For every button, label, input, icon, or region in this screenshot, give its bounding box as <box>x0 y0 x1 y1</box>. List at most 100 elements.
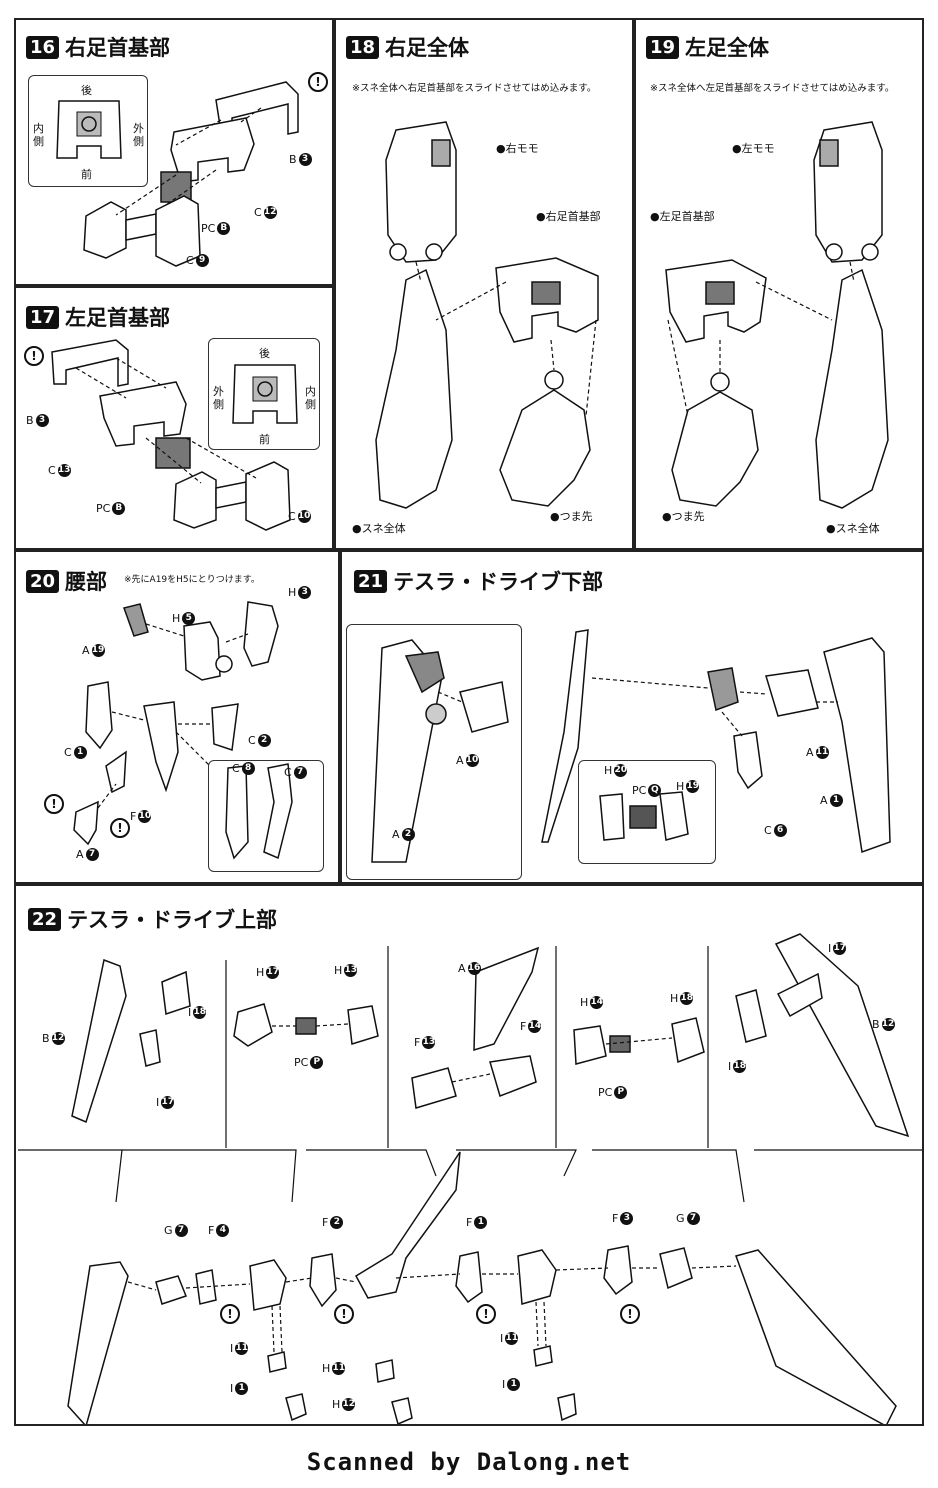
step-title: 16 右足首基部 <box>26 32 170 62</box>
label-ankle-base: ●左足首基部 <box>650 210 715 223</box>
step-note: ※先にA19をH5にとりつけます。 <box>124 575 260 585</box>
step-note: ※スネ全体へ右足首基部をスライドさせてはめ込みます。 <box>352 83 597 94</box>
part-top-view <box>232 364 298 424</box>
scan-credit: Scanned by Dalong.net <box>306 1448 632 1476</box>
dir-left: 内側 <box>33 122 44 148</box>
step-19-panel: 19 左足全体 ※スネ全体へ左足首基部をスライドさせてはめ込みます。 ●左モモ … <box>634 18 924 550</box>
step-number: 22 <box>28 907 62 931</box>
orientation-inset: 後 前 内側 外側 <box>28 75 148 187</box>
step-title-text: テスラ・ドライブ上部 <box>67 908 278 932</box>
step-title: 18 右足全体 <box>346 32 469 62</box>
dir-bottom: 前 <box>259 433 270 446</box>
label-shin: ●スネ全体 <box>352 522 406 535</box>
step-title: 20 腰部 <box>26 566 107 596</box>
dir-top: 後 <box>81 84 92 97</box>
step-title-text: 右足首基部 <box>65 36 171 60</box>
dir-bottom: 前 <box>81 168 92 181</box>
warning-icon: ! <box>220 1304 240 1324</box>
dir-right: 内側 <box>305 385 316 411</box>
step-number: 16 <box>26 35 60 59</box>
step-title: 19 左足全体 <box>646 32 769 62</box>
tesla-drive-upper-diagram <box>18 933 922 1424</box>
warning-icon: ! <box>110 818 130 838</box>
step-22-panel: 22 テスラ・ドライブ上部 <box>14 884 924 1426</box>
leg-assembly-diagram <box>375 121 599 509</box>
warning-icon: ! <box>44 794 64 814</box>
label-toe: ●つま先 <box>550 510 593 523</box>
warning-icon: ! <box>476 1304 496 1324</box>
warning-icon: ! <box>308 72 328 92</box>
assembly-diagram <box>83 81 299 267</box>
dir-left: 外側 <box>213 385 224 411</box>
waist-assembly-diagram <box>73 601 293 860</box>
label-thigh: ●右モモ <box>496 142 539 155</box>
step-number: 20 <box>26 569 60 593</box>
label-thigh: ●左モモ <box>732 142 775 155</box>
step-title-text: 右足全体 <box>385 36 470 60</box>
step-number: 21 <box>354 569 388 593</box>
label-shin: ●スネ全体 <box>826 522 880 535</box>
step-title-text: 腰部 <box>65 570 108 594</box>
tesla-drive-lower-diagram <box>371 629 891 863</box>
step-18-panel: 18 右足全体 ※スネ全体へ右足首基部をスライドさせてはめ込みます。 ●右モモ … <box>334 18 634 550</box>
dir-right: 外側 <box>133 122 144 148</box>
step-title-text: 左足首基部 <box>65 306 171 330</box>
step-title: 21 テスラ・ドライブ下部 <box>354 566 603 596</box>
step-note: ※スネ全体へ左足首基部をスライドさせてはめ込みます。 <box>650 83 895 94</box>
warning-icon: ! <box>334 1304 354 1324</box>
part-top-view <box>56 100 122 159</box>
orientation-inset: 後 前 外側 内側 <box>208 338 320 450</box>
step-title: 22 テスラ・ドライブ上部 <box>28 904 277 934</box>
warning-icon: ! <box>24 346 44 366</box>
